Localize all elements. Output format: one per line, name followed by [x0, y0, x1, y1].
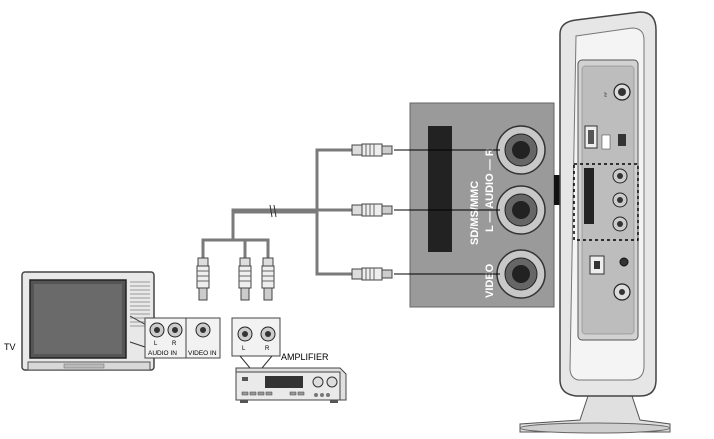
tv-audio-in-label: AUDIO IN	[148, 350, 177, 357]
tv-input-panel: L R AUDIO IN VIDEO IN	[129, 315, 221, 359]
rca-plug-audio-r	[351, 143, 393, 157]
amp-audio-r-label: R	[265, 346, 270, 352]
rca-plug-audio-l	[351, 203, 393, 217]
cable-to-amp-l	[233, 238, 247, 260]
media-player-device: RF	[519, 11, 671, 434]
cable-to-amp-r	[245, 238, 270, 260]
panel-audio-label: L — AUDIO — R	[484, 148, 496, 232]
headphone-jack	[619, 257, 629, 267]
highlight-box	[573, 163, 639, 241]
card-slot	[428, 126, 452, 252]
device-card-slot	[584, 168, 594, 224]
connection-arrows	[394, 149, 500, 275]
amplifier	[235, 367, 347, 403]
cable-video	[315, 212, 355, 276]
cables	[201, 148, 355, 276]
tv	[21, 271, 155, 371]
tv-audio-l-label: L	[154, 341, 158, 347]
rca-plug-amp-l	[238, 257, 252, 301]
svg-text:RF: RF	[603, 91, 608, 97]
rca-plug-amp-r	[261, 257, 275, 301]
enlarged-connector-panel	[409, 102, 555, 308]
tv-video-in-label: VIDEO IN	[188, 350, 217, 357]
cable-audio-l	[231, 208, 355, 240]
amplifier-label: AMPLIFIER	[281, 352, 329, 362]
output-switch	[618, 134, 626, 146]
panel-video-label: VIDEO	[484, 263, 496, 298]
cable-break-marks	[269, 204, 277, 218]
tv-audio-r-label: R	[172, 341, 177, 347]
amplifier-jack-panel: L R	[231, 317, 281, 369]
tv-label: TV	[4, 342, 16, 352]
panel-slot-label: SD/MS/MMC	[469, 181, 481, 245]
rca-plug-video	[351, 267, 393, 281]
cable-audio-r	[315, 148, 355, 212]
cable-to-tv-video	[201, 238, 233, 260]
amp-audio-l-label: L	[242, 346, 246, 352]
rca-plug-tv-video	[196, 257, 210, 301]
